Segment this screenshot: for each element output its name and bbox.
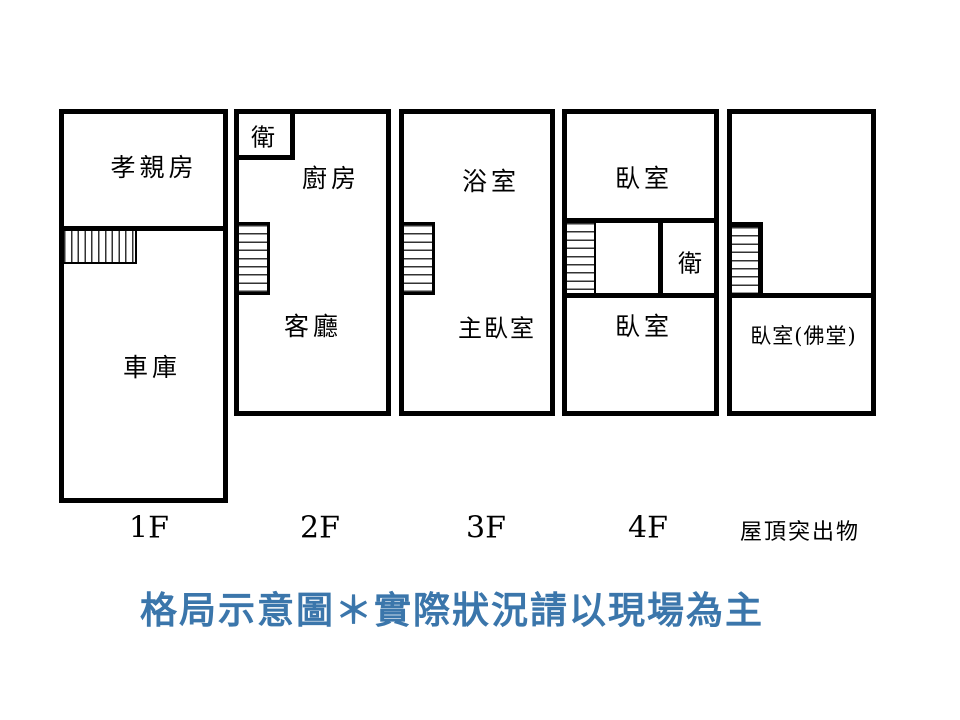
disclaimer-caption: 格局示意圖＊實際狀況請以現場為主 <box>140 588 764 632</box>
room-label-master-bedroom: 主臥室 <box>458 314 536 343</box>
floor-2f-bathroom-walls <box>239 114 295 160</box>
floor-3f-outline: 浴室 主臥室 <box>399 109 555 416</box>
floor-2f-staircase <box>239 222 270 295</box>
floor-label-3f: 3F <box>466 510 506 546</box>
floor-1f-staircase <box>64 231 137 264</box>
floor-1f-room-divider-wall <box>64 226 223 231</box>
room-label-bedroom-front: 臥室 <box>614 164 674 193</box>
floor-4f-bath-partition-wall <box>658 223 663 293</box>
floor-1f-outline: 孝親房 車庫 <box>59 109 228 503</box>
room-label-bath-4f: 衛 <box>678 249 702 278</box>
room-label-bedroom-rear: 臥室 <box>614 312 674 341</box>
floor-label-rooftop: 屋頂突出物 <box>739 520 861 545</box>
floor-2f-outline: 衛 廚房 客廳 <box>234 109 391 416</box>
floor-4f-lower-divider-wall <box>567 293 714 298</box>
room-label-elder-room: 孝親房 <box>110 153 198 182</box>
floor-rooftop-outline: 臥室(佛堂) <box>727 109 876 416</box>
floor-label-4f: 4F <box>628 510 668 546</box>
room-label-living-room: 客廳 <box>283 312 343 341</box>
room-label-kitchen: 廚房 <box>301 164 361 193</box>
floor-4f-outline: 臥室 衛 臥室 <box>562 109 719 416</box>
floor-label-2f: 2F <box>300 510 340 546</box>
floor-rooftop-staircase <box>732 222 763 293</box>
floor-4f-upper-divider-wall <box>567 218 714 223</box>
floor-label-1f: 1F <box>129 510 169 546</box>
room-label-bedroom-shrine: 臥室(佛堂) <box>750 324 857 348</box>
floor-4f-staircase <box>567 223 596 293</box>
room-label-bath-2f: 衛 <box>251 123 275 152</box>
floor-rooftop-divider-wall <box>732 293 871 298</box>
floor-3f-staircase <box>404 222 435 295</box>
room-label-bathroom-3f: 浴室 <box>461 167 521 196</box>
room-label-garage: 車庫 <box>122 353 182 382</box>
